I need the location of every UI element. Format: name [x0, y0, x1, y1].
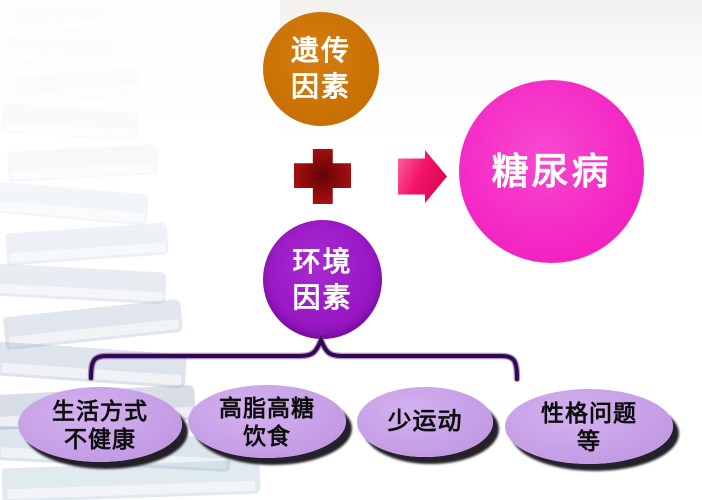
cause-high-fat-sugar-diet: 高脂高糖 饮食 — [188, 385, 346, 458]
genetic-factors-label-line1: 遗传 — [290, 35, 351, 66]
genetic-factors-node: 遗传 因素 — [263, 12, 379, 126]
book-spine — [7, 144, 159, 182]
cause-little-exercise: 少运动 — [357, 387, 493, 457]
book-spine — [13, 2, 107, 36]
plus-icon — [294, 149, 351, 204]
book-spine — [5, 222, 169, 266]
book-spine — [15, 66, 139, 106]
cause-label-line2: 不健康 — [64, 425, 136, 452]
cause-label-line2: 饮食 — [243, 422, 291, 449]
right-arrow-icon — [398, 150, 447, 203]
cause-unhealthy-lifestyle: 生活方式 不健康 — [18, 387, 182, 462]
cause-label-line1: 性格问题 — [541, 399, 637, 426]
book-spine — [0, 181, 150, 226]
cause-personality-problems: 性格问题 等 — [505, 389, 673, 464]
cause-label-line1: 高脂高糖 — [219, 394, 315, 421]
book-spine — [0, 263, 167, 305]
cause-label-line2: 等 — [577, 427, 601, 454]
genetic-factors-label-line2: 因素 — [290, 71, 351, 102]
diabetes-label: 糖尿病 — [491, 150, 612, 192]
cause-label-line1: 少运动 — [387, 408, 463, 435]
environment-factors-node: 环境 因素 — [263, 220, 382, 339]
diabetes-node: 糖尿病 — [459, 80, 644, 263]
cause-label-line1: 生活方式 — [52, 397, 148, 424]
book-spine — [0, 341, 187, 389]
book-spine — [1, 103, 139, 142]
environment-factors-label-line2: 因素 — [292, 281, 353, 313]
book-spine — [2, 298, 184, 351]
book-spine — [1, 459, 261, 500]
environment-factors-label-line1: 环境 — [292, 245, 353, 277]
book-spine — [5, 35, 119, 68]
